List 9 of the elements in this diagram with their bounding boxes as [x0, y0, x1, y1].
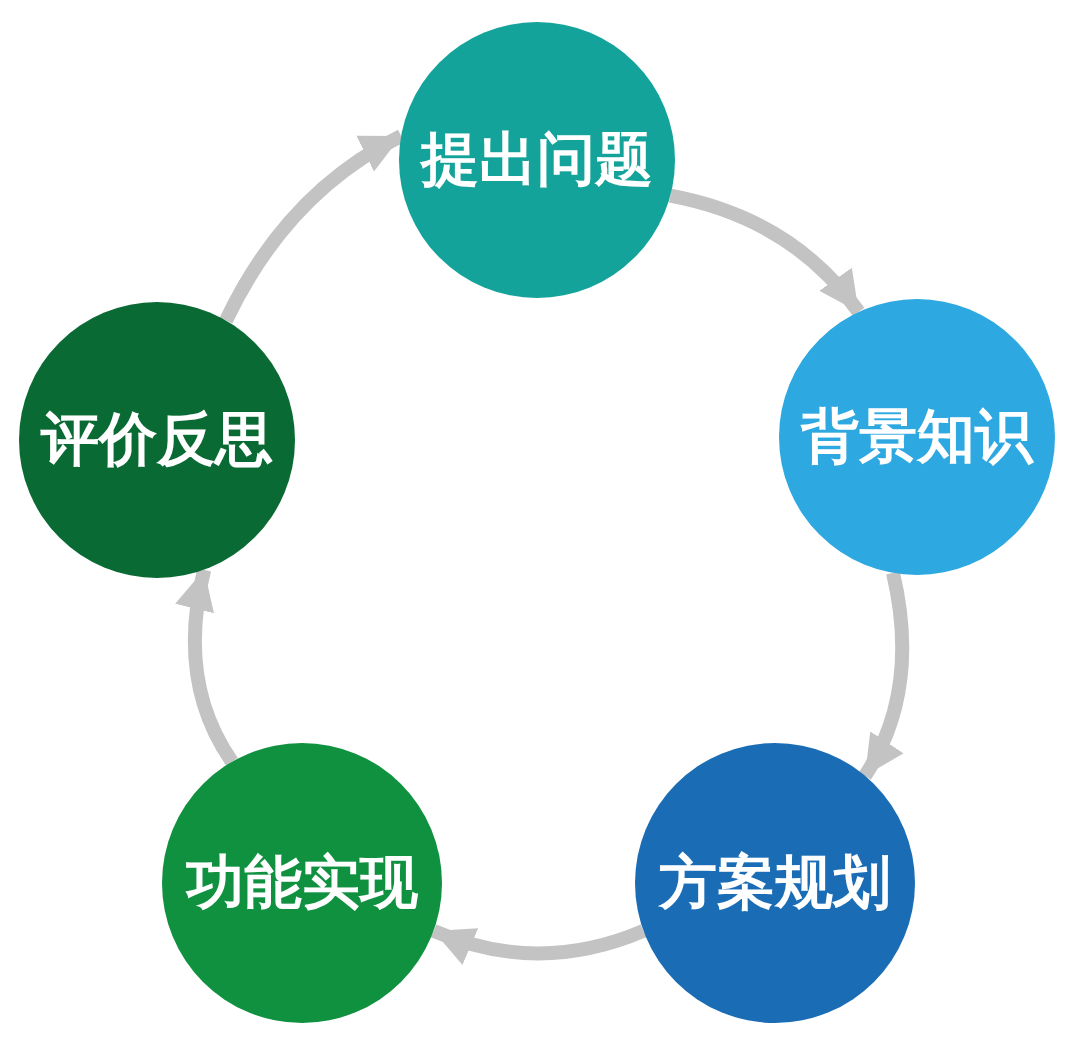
step-label: 评价反思 [41, 404, 273, 475]
curved-arrow [176, 568, 238, 766]
step-label: 功能实现 [186, 847, 418, 918]
curved-arrow [668, 188, 865, 317]
step-label: 方案规划 [659, 847, 891, 918]
step-label: 提出问题 [421, 124, 653, 195]
step-label: 背景知识 [801, 401, 1033, 472]
curved-arrow [859, 571, 910, 780]
curved-arrow [431, 924, 646, 965]
